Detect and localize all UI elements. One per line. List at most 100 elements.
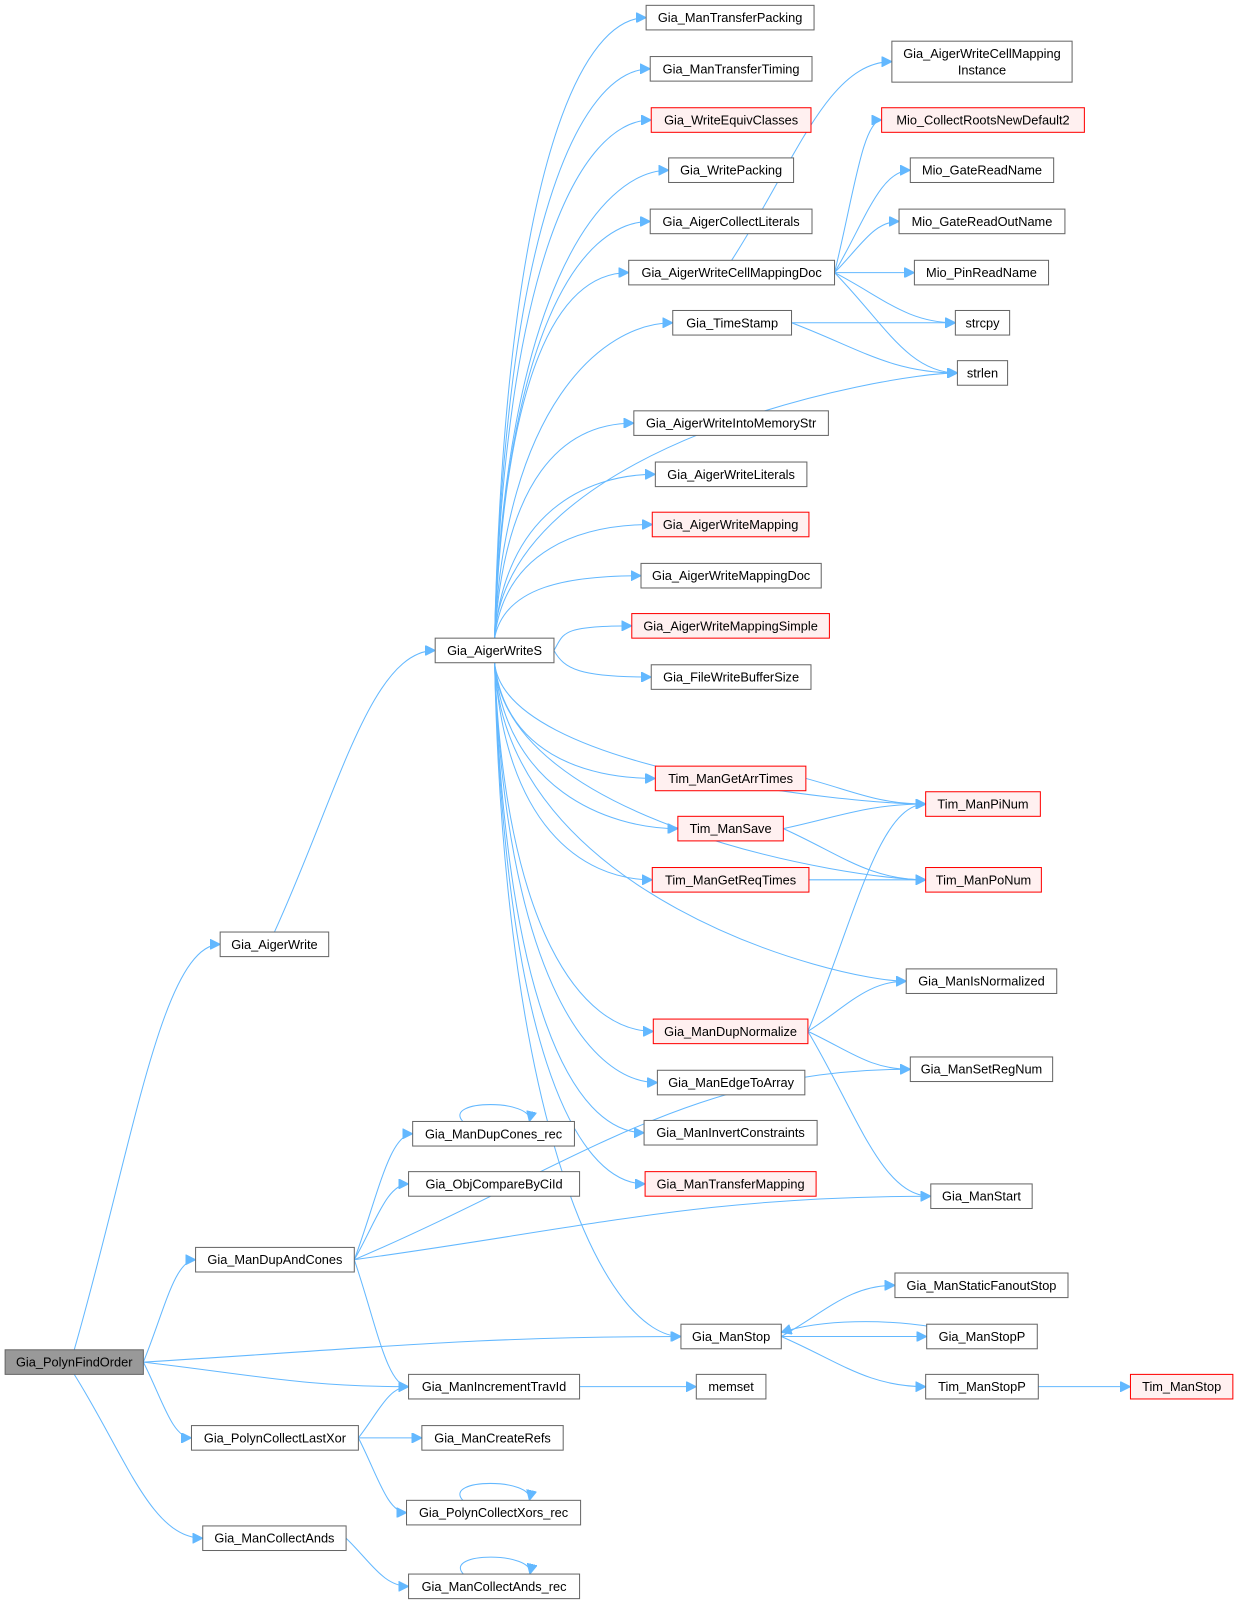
node-aiger-collect-literals[interactable]: Gia_AigerCollectLiterals <box>649 208 813 235</box>
node-man-static-fanout-stop[interactable]: Gia_ManStaticFanoutStop <box>894 1272 1069 1299</box>
node-man-dup-cones-rec[interactable]: Gia_ManDupCones_rec <box>412 1120 575 1147</box>
node-man-stop[interactable]: Gia_ManStop <box>680 1323 782 1350</box>
node-label: Gia_ManDupCones_rec <box>425 1126 563 1141</box>
node-file-write-buffer-size[interactable]: Gia_FileWriteBufferSize <box>650 664 812 690</box>
node-box <box>909 1056 1054 1083</box>
node-man-increment-trav-id[interactable]: Gia_ManIncrementTravId <box>408 1373 581 1400</box>
edges-layer <box>73 18 1131 1587</box>
node-man-dup-normalize[interactable]: Gia_ManDupNormalize <box>652 1018 809 1045</box>
node-label: Gia_AigerWrite <box>231 937 317 952</box>
node-label: Gia_WriteEquivClasses <box>664 113 798 128</box>
edge-man-dup-and-cones-to-man-increment-trav-id <box>353 1259 409 1387</box>
node-label: Gia_ManSetRegNum <box>921 1062 1042 1077</box>
node-box <box>1129 1373 1234 1400</box>
node-aiger-write-mapping-simple[interactable]: Gia_AigerWriteMappingSimple <box>631 613 830 639</box>
node-aiger-write-mapping-doc[interactable]: Gia_AigerWriteMappingDoc <box>640 562 822 589</box>
node-tim-man-get-arr-times[interactable]: Tim_ManGetArrTimes <box>654 765 807 792</box>
node-label: Gia_PolynFindOrder <box>16 1355 133 1370</box>
node-man-transfer-mapping[interactable]: Gia_ManTransferMapping <box>644 1171 817 1197</box>
node-obj-compare-by-ci-id[interactable]: Gia_ObjCompareByCiId <box>408 1171 581 1197</box>
node-aiger-write-into-memory-str[interactable]: Gia_AigerWriteIntoMemoryStr <box>633 410 829 436</box>
node-label: Gia_AigerWriteS <box>447 643 542 658</box>
edge-man-dup-normalize-to-man-set-reg-num <box>807 1030 910 1069</box>
node-tim-man-get-req-times[interactable]: Tim_ManGetReqTimes <box>651 867 810 893</box>
edge-man-dup-normalize-to-man-is-normalized <box>807 981 906 1032</box>
edge-aiger-write-s-to-time-stamp <box>494 323 673 639</box>
edge-aiger-write-s-to-aiger-write-into-memory-str <box>494 423 634 639</box>
node-mio-gate-read-name[interactable]: Mio_GateReadName <box>909 157 1055 183</box>
node-man-create-refs[interactable]: Gia_ManCreateRefs <box>421 1425 564 1451</box>
node-write-packing[interactable]: Gia_WritePacking <box>668 157 795 183</box>
node-box <box>195 1246 355 1273</box>
edge-man-collect-ands-to-man-collect-ands-rec <box>345 1537 408 1586</box>
node-time-stamp[interactable]: Gia_TimeStamp <box>672 309 793 336</box>
node-label: strcpy <box>965 315 1000 330</box>
node-tim-man-stop[interactable]: Tim_ManStop <box>1129 1373 1234 1400</box>
node-box <box>654 461 808 488</box>
edge-man-dup-and-cones-to-man-set-reg-num <box>354 1069 910 1261</box>
node-box <box>202 1525 347 1552</box>
node-mio-gate-read-out-name[interactable]: Mio_GateReadOutName <box>898 208 1066 235</box>
node-man-invert-constraints[interactable]: Gia_ManInvertConstraints <box>643 1119 818 1146</box>
node-strlen[interactable]: strlen <box>956 360 1009 386</box>
node-write-equiv-classes[interactable]: Gia_WriteEquivClasses <box>650 107 812 133</box>
node-man-stop-p[interactable]: Gia_ManStopP <box>926 1323 1038 1350</box>
node-man-start[interactable]: Gia_ManStart <box>930 1183 1033 1210</box>
node-box <box>649 56 813 82</box>
node-box <box>680 1323 782 1350</box>
edge-man-dup-cones-rec-to-man-dup-cones-rec <box>459 1104 530 1122</box>
node-aiger-write-s[interactable]: Gia_AigerWriteS <box>434 637 555 664</box>
node-label: Gia_ManStart <box>942 1189 1021 1204</box>
node-label-line2: Instance <box>958 62 1006 77</box>
node-man-is-normalized[interactable]: Gia_ManIsNormalized <box>905 968 1058 994</box>
node-man-set-reg-num[interactable]: Gia_ManSetRegNum <box>909 1056 1054 1083</box>
node-box <box>412 1120 575 1147</box>
node-box <box>913 259 1050 286</box>
node-label: Gia_ManIsNormalized <box>918 974 1044 989</box>
node-box <box>408 1373 581 1400</box>
edge-aiger-write-s-to-aiger-write-cell-mapping-doc <box>494 273 629 639</box>
edge-polyn-find-order-to-aiger-write <box>73 944 220 1350</box>
node-label: Tim_ManStop <box>1142 1379 1221 1394</box>
edge-polyn-collect-last-xor-to-polyn-collect-xors-rec <box>357 1437 407 1513</box>
node-memset[interactable]: memset <box>695 1373 767 1400</box>
node-label: Gia_ObjCompareByCiId <box>426 1176 563 1191</box>
node-polyn-collect-last-xor[interactable]: Gia_PolynCollectLastXor <box>190 1425 359 1451</box>
node-aiger-write[interactable]: Gia_AigerWrite <box>219 931 330 958</box>
node-man-transfer-packing[interactable]: Gia_ManTransferPacking <box>645 4 815 31</box>
edge-man-dup-normalize-to-tim-man-pi-num <box>807 804 926 1032</box>
node-label: Gia_PolynCollectXors_rec <box>419 1505 569 1520</box>
node-label: Gia_ManEdgeToArray <box>668 1075 794 1090</box>
node-label: Gia_ManCollectAnds_rec <box>422 1579 568 1594</box>
node-polyn-find-order[interactable]: Gia_PolynFindOrder <box>4 1349 144 1375</box>
node-mio-pin-read-name[interactable]: Mio_PinReadName <box>913 259 1050 286</box>
edge-aiger-write-to-aiger-write-s <box>273 650 435 933</box>
node-man-edge-to-array[interactable]: Gia_ManEdgeToArray <box>656 1069 806 1096</box>
node-aiger-write-mapping[interactable]: Gia_AigerWriteMapping <box>651 511 810 538</box>
node-label: Gia_ManCreateRefs <box>434 1430 551 1445</box>
node-polyn-collect-xors-rec[interactable]: Gia_PolynCollectXors_rec <box>406 1499 582 1526</box>
node-aiger-write-cell-mapping-doc[interactable]: Gia_AigerWriteCellMappingDoc <box>628 259 836 286</box>
node-box <box>650 107 812 133</box>
node-man-collect-ands[interactable]: Gia_ManCollectAnds <box>202 1525 347 1552</box>
edge-aiger-write-s-to-man-transfer-packing <box>494 18 647 639</box>
edge-aiger-write-s-to-man-is-normalized <box>494 662 907 981</box>
node-mio-collect-roots[interactable]: Mio_CollectRootsNewDefault2 <box>881 107 1085 133</box>
node-strcpy[interactable]: strcpy <box>954 309 1011 336</box>
node-label: Tim_ManGetArrTimes <box>668 771 793 786</box>
node-box <box>656 1069 806 1096</box>
node-tim-man-save[interactable]: Tim_ManSave <box>677 815 784 842</box>
node-tim-man-pi-num[interactable]: Tim_ManPiNum <box>925 791 1041 817</box>
node-tim-man-po-num[interactable]: Tim_ManPoNum <box>925 867 1042 893</box>
edge-polyn-find-order-to-polyn-collect-last-xor <box>142 1361 192 1438</box>
edge-man-stop-to-tim-man-stop-p <box>781 1336 925 1386</box>
node-aiger-write-literals[interactable]: Gia_AigerWriteLiterals <box>654 461 808 488</box>
node-man-transfer-timing[interactable]: Gia_ManTransferTiming <box>649 56 813 82</box>
node-tim-man-stop-p[interactable]: Tim_ManStopP <box>925 1373 1039 1400</box>
node-man-collect-ands-rec[interactable]: Gia_ManCollectAnds_rec <box>408 1573 581 1600</box>
edge-polyn-find-order-to-man-stop <box>143 1336 681 1363</box>
node-box <box>905 968 1058 994</box>
edge-aiger-write-s-to-man-edge-to-array <box>494 662 658 1083</box>
node-man-dup-and-cones[interactable]: Gia_ManDupAndCones <box>195 1246 355 1273</box>
